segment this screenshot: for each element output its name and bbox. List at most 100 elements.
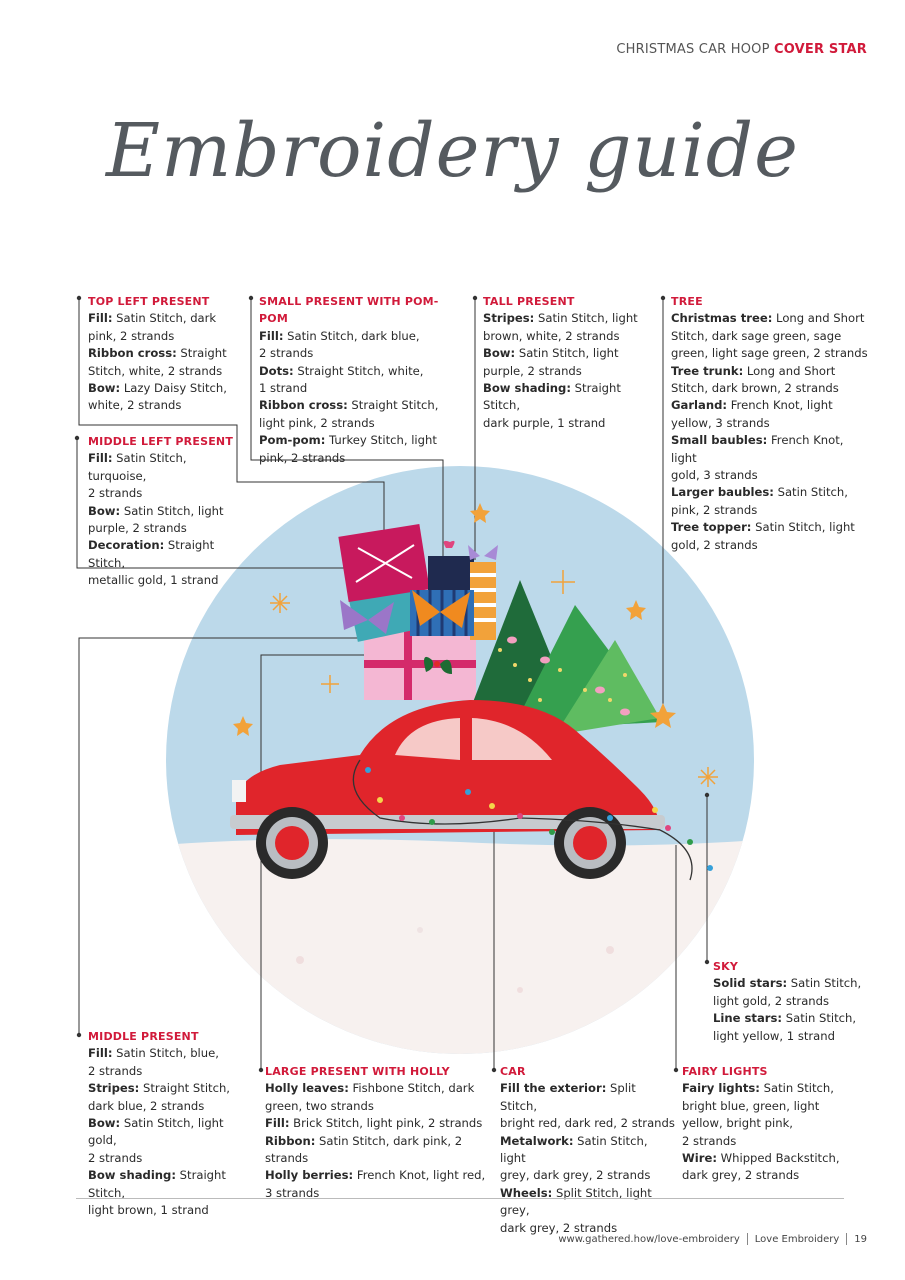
heading-fairy-lights: FAIRY LIGHTS [682, 1065, 768, 1078]
guide-line: Bow shading: Straight Stitch, [88, 1167, 253, 1202]
stitch-detail: Satin Stitch, dark blue, [283, 328, 420, 343]
guide-line: light yellow, 1 strand [713, 1028, 873, 1045]
stitch-label: Larger baubles: [671, 485, 774, 500]
guide-line: 2 strands [259, 345, 449, 362]
guide-line: Small baubles: French Knot, light [671, 432, 871, 467]
stitch-detail: Satin Stitch, light gold, [88, 1116, 224, 1148]
guide-line: bright red, dark red, 2 strands [500, 1115, 675, 1132]
guide-line: grey, dark grey, 2 strands [500, 1167, 675, 1184]
block-tall-present: TALL PRESENT Stripes: Satin Stitch, ligh… [483, 293, 653, 432]
stitch-detail: pink, 2 strands [671, 502, 758, 517]
guide-line: Ribbon cross: Straight Stitch, [259, 397, 449, 414]
guide-line: Bow: Satin Stitch, light [88, 503, 248, 520]
heading-middle-present: MIDDLE PRESENT [88, 1030, 199, 1043]
heading-large-present: LARGE PRESENT WITH HOLLY [265, 1065, 450, 1078]
stitch-detail: Split Stitch, light grey, [500, 1185, 652, 1218]
guide-line: Bow shading: Straight Stitch, [483, 380, 653, 415]
stitch-detail: Stitch, dark sage green, sage [671, 328, 842, 343]
stitch-detail: Satin Stitch, [759, 1081, 834, 1096]
stitch-label: Solid stars: [713, 976, 788, 991]
stitch-detail: pink, 2 strands [259, 450, 346, 465]
stitch-detail: gold, 3 strands [671, 468, 758, 483]
stitch-detail: Stitch, dark brown, 2 strands [671, 381, 839, 396]
stitch-detail: 2 strands [682, 1133, 737, 1148]
footer-page-number: 19 [854, 1234, 867, 1245]
stitch-detail: dark purple, 1 strand [483, 415, 606, 430]
guide-line: 2 strands [88, 1150, 253, 1167]
stitch-detail: Stitch, white, 2 strands [88, 363, 223, 378]
fairy-lights-body: Fairy lights: Satin Stitch,bright blue, … [682, 1080, 857, 1184]
page-footer: www.gathered.how/love-embroidery Love Emb… [558, 1233, 867, 1245]
stitch-label: Fill: [265, 1116, 290, 1131]
guide-line: purple, 2 strands [88, 520, 248, 537]
footer-separator [846, 1233, 848, 1245]
stitch-detail: Satin Stitch, turquoise, [88, 451, 187, 483]
stitch-label: Holly berries: [265, 1168, 354, 1183]
block-sky: SKY Solid stars: Satin Stitch,light gold… [713, 958, 873, 1045]
stitch-label: Line stars: [713, 1011, 783, 1026]
guide-line: 1 strand [259, 380, 449, 397]
stitch-label: Small baubles: [671, 433, 768, 448]
heading-tall-present: TALL PRESENT [483, 295, 575, 308]
stitch-detail: yellow, 3 strands [671, 415, 770, 430]
stitch-detail: 2 strands [88, 1063, 143, 1078]
stitch-detail: 3 strands [265, 1185, 320, 1200]
stitch-label: Fill: [88, 311, 113, 326]
stitch-label: Ribbon: [265, 1133, 316, 1148]
heading-small-present: SMALL PRESENT WITH POM-POM [259, 295, 439, 326]
guide-line: Stripes: Satin Stitch, light [483, 310, 653, 327]
footer-rule [76, 1198, 844, 1199]
guide-line: Wheels: Split Stitch, light grey, [500, 1185, 675, 1220]
stitch-label: Fill the exterior: [500, 1081, 607, 1096]
block-top-left-present: TOP LEFT PRESENT Fill: Satin Stitch, dar… [88, 293, 238, 415]
guide-line: pink, 2 strands [259, 450, 449, 467]
guide-line: Ribbon: Satin Stitch, dark pink, 2 stran… [265, 1133, 490, 1168]
stitch-label: Bow shading: [88, 1168, 176, 1183]
stitch-label: Metalwork: [500, 1133, 574, 1148]
stitch-label: Holly leaves: [265, 1081, 349, 1096]
stitch-detail: Satin Stitch, light [120, 503, 224, 518]
stitch-label: Christmas tree: [671, 311, 773, 326]
guide-line: Larger baubles: Satin Stitch, [671, 484, 871, 501]
stitch-label: Fill: [259, 328, 284, 343]
guide-line: Stitch, dark brown, 2 strands [671, 380, 871, 397]
header-section: CHRISTMAS CAR HOOP [616, 42, 770, 57]
guide-line: Bow: Lazy Daisy Stitch, [88, 380, 238, 397]
stitch-label: Ribbon cross: [259, 398, 348, 413]
stitch-detail: French Knot, light [671, 433, 844, 465]
stitch-detail: French Knot, light red, [353, 1168, 486, 1183]
stitch-detail: French Knot, light [727, 398, 833, 413]
sky-body: Solid stars: Satin Stitch,light gold, 2 … [713, 975, 873, 1045]
block-car: CAR Fill the exterior: Split Stitch,brig… [500, 1063, 675, 1237]
guide-line: gold, 2 strands [671, 537, 871, 554]
footer-magazine: Love Embroidery [754, 1234, 840, 1245]
trees [470, 580, 676, 735]
stitch-detail: dark grey, 2 strands [500, 1220, 618, 1235]
footer-separator [746, 1233, 748, 1245]
block-middle-present: MIDDLE PRESENT Fill: Satin Stitch, blue,… [88, 1028, 253, 1219]
stitch-label: Stripes: [88, 1081, 140, 1096]
stitch-detail: Satin Stitch, light [751, 520, 855, 535]
star-icons [233, 503, 718, 787]
block-middle-left-present: MIDDLE LEFT PRESENT Fill: Satin Stitch, … [88, 433, 248, 590]
stitch-label: Garland: [671, 398, 728, 413]
block-fairy-lights: FAIRY LIGHTS Fairy lights: Satin Stitch,… [682, 1063, 857, 1185]
guide-line: yellow, 3 strands [671, 415, 871, 432]
stitch-detail: Straight Stitch, [139, 1081, 230, 1096]
guide-line: Line stars: Satin Stitch, [713, 1010, 873, 1027]
presents [338, 523, 498, 700]
stitch-detail: dark grey, 2 strands [682, 1168, 800, 1183]
guide-line: 2 strands [88, 1063, 253, 1080]
stitch-label: Tree topper: [671, 520, 752, 535]
stitch-detail: light brown, 1 strand [88, 1203, 209, 1218]
footer-url[interactable]: www.gathered.how/love-embroidery [558, 1234, 740, 1245]
stitch-label: Wire: [682, 1151, 717, 1166]
guide-line: Tree topper: Satin Stitch, light [671, 519, 871, 536]
stitch-detail: purple, 2 strands [88, 521, 187, 536]
leader-dots [74, 295, 710, 1073]
guide-line: Fill the exterior: Split Stitch, [500, 1080, 675, 1115]
guide-line: Stripes: Straight Stitch, [88, 1080, 253, 1097]
guide-line: light gold, 2 strands [713, 993, 873, 1010]
